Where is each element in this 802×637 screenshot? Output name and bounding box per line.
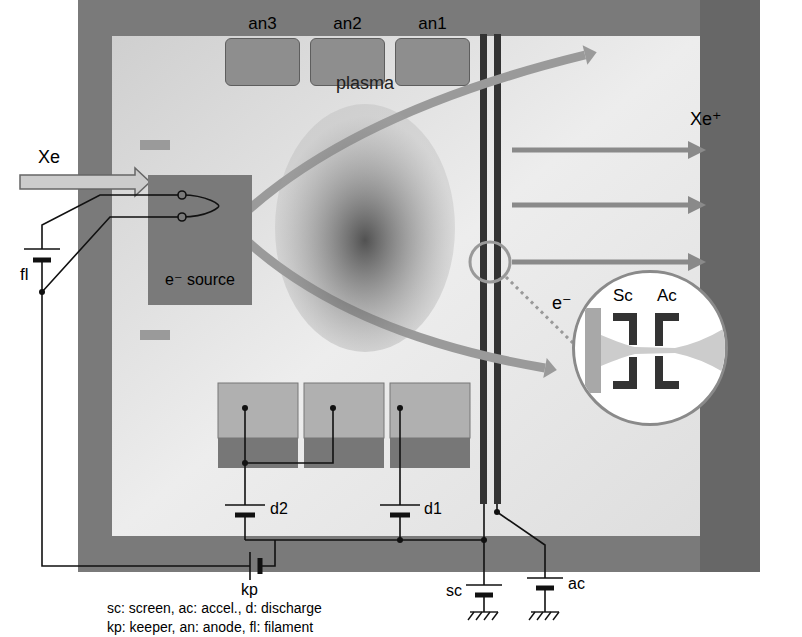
anode-label: an1 bbox=[396, 15, 469, 34]
grid-aperture-detail bbox=[575, 273, 725, 423]
part-label: Xe bbox=[38, 148, 60, 168]
part-label: fl bbox=[20, 266, 29, 285]
part-label: d1 bbox=[424, 500, 442, 518]
part-label: kp bbox=[241, 581, 258, 599]
anode-node: an3 bbox=[225, 38, 300, 86]
electrode-label: Sc bbox=[613, 287, 633, 306]
source-node: e⁻ source bbox=[148, 175, 252, 305]
anode-label: an3 bbox=[226, 15, 299, 34]
abbreviation-note: sc: screen, ac: accel., d: discharge bbox=[107, 600, 322, 616]
electrode-label: Ac bbox=[657, 287, 677, 306]
part-label: d2 bbox=[270, 500, 288, 518]
circle-node: Sc Ac bbox=[572, 270, 728, 426]
node-label: plasma bbox=[270, 74, 460, 94]
anode-node: an1 bbox=[395, 38, 470, 86]
abbreviation-note: kp: keeper, an: anode, fl: filament bbox=[107, 619, 313, 635]
part-label: Xe⁺ bbox=[690, 110, 722, 130]
node-label: e⁻ source bbox=[148, 271, 252, 289]
plasma-ellipse bbox=[270, 70, 460, 355]
anode-label: an2 bbox=[311, 15, 384, 34]
part-label: ac bbox=[568, 575, 585, 593]
part-label: sc bbox=[446, 582, 462, 600]
plasma-node: plasma bbox=[270, 70, 460, 355]
part-label: e⁻ bbox=[552, 294, 572, 314]
